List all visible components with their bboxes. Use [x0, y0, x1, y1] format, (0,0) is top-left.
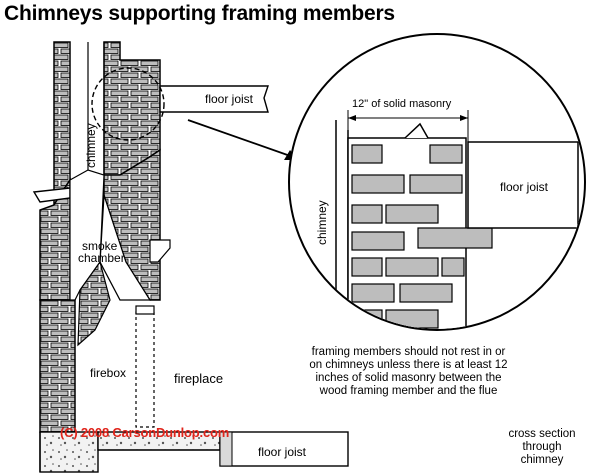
dimension-label: 12" of solid masonry [352, 98, 452, 110]
firebox-label: firebox [90, 366, 127, 380]
detail-floor-joist-label: floor joist [500, 180, 549, 194]
detail-chimney-label: chimney [315, 200, 329, 245]
floor-joist-label-top: floor joist [205, 92, 254, 106]
smoke-chamber-label-1: smoke [82, 239, 118, 253]
page-title: Chimneys supporting framing members [4, 2, 395, 25]
left-chimney-wall [32, 41, 76, 433]
magnify-arrow [187, 119, 297, 159]
chimney-label-main: chimney [84, 123, 98, 168]
smoke-chamber-label-2: chamber [78, 251, 125, 265]
right-chimney-wall [87, 41, 171, 301]
cross-section-caption: cross section through chimney [508, 428, 576, 466]
fireplace-opening [135, 305, 155, 428]
framing-note: framing members should not rest in or on… [309, 346, 508, 397]
copyright-watermark: (C) 2008 CarsonDunlop.com [60, 425, 230, 440]
fireplace-label: fireplace [174, 371, 224, 386]
magnify-circle-small [91, 67, 165, 141]
bottom-floor [39, 431, 349, 473]
top-floor-joist [159, 85, 269, 113]
detail-circle [288, 33, 586, 331]
floor-joist-label-bottom: floor joist [258, 445, 307, 459]
smoke-chamber [69, 169, 111, 347]
